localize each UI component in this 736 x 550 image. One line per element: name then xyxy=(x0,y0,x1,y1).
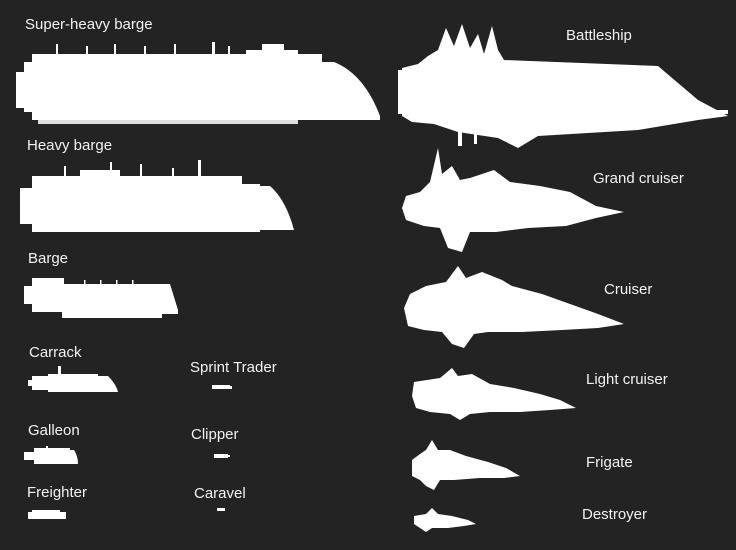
label-heavy-barge: Heavy barge xyxy=(27,137,112,155)
label-clipper: Clipper xyxy=(191,426,239,444)
label-light-cruiser: Light cruiser xyxy=(586,371,668,389)
cruiser-silhouette xyxy=(402,264,628,350)
light-cruiser-silhouette xyxy=(410,364,578,420)
caravel-silhouette xyxy=(217,508,225,512)
barge-silhouette xyxy=(24,272,180,320)
label-super-heavy-barge: Super-heavy barge xyxy=(25,16,153,34)
label-carrack: Carrack xyxy=(29,344,82,362)
sprint-trader-silhouette xyxy=(212,384,232,390)
galleon-silhouette xyxy=(24,446,80,468)
freighter-silhouette xyxy=(28,510,68,520)
frigate-silhouette xyxy=(410,440,522,490)
label-sprint-trader: Sprint Trader xyxy=(190,359,277,377)
grand-cruiser-silhouette xyxy=(400,148,626,252)
destroyer-silhouette xyxy=(412,508,478,532)
clipper-silhouette xyxy=(214,453,230,459)
label-barge: Barge xyxy=(28,250,68,268)
label-caravel: Caravel xyxy=(194,485,246,503)
heavy-barge-silhouette xyxy=(20,160,296,234)
carrack-silhouette xyxy=(28,366,120,396)
label-freighter: Freighter xyxy=(27,484,87,502)
label-frigate: Frigate xyxy=(586,454,633,472)
battleship-silhouette xyxy=(398,20,730,152)
label-galleon: Galleon xyxy=(28,422,80,440)
label-destroyer: Destroyer xyxy=(582,506,647,524)
super-heavy-barge-silhouette xyxy=(16,42,382,126)
